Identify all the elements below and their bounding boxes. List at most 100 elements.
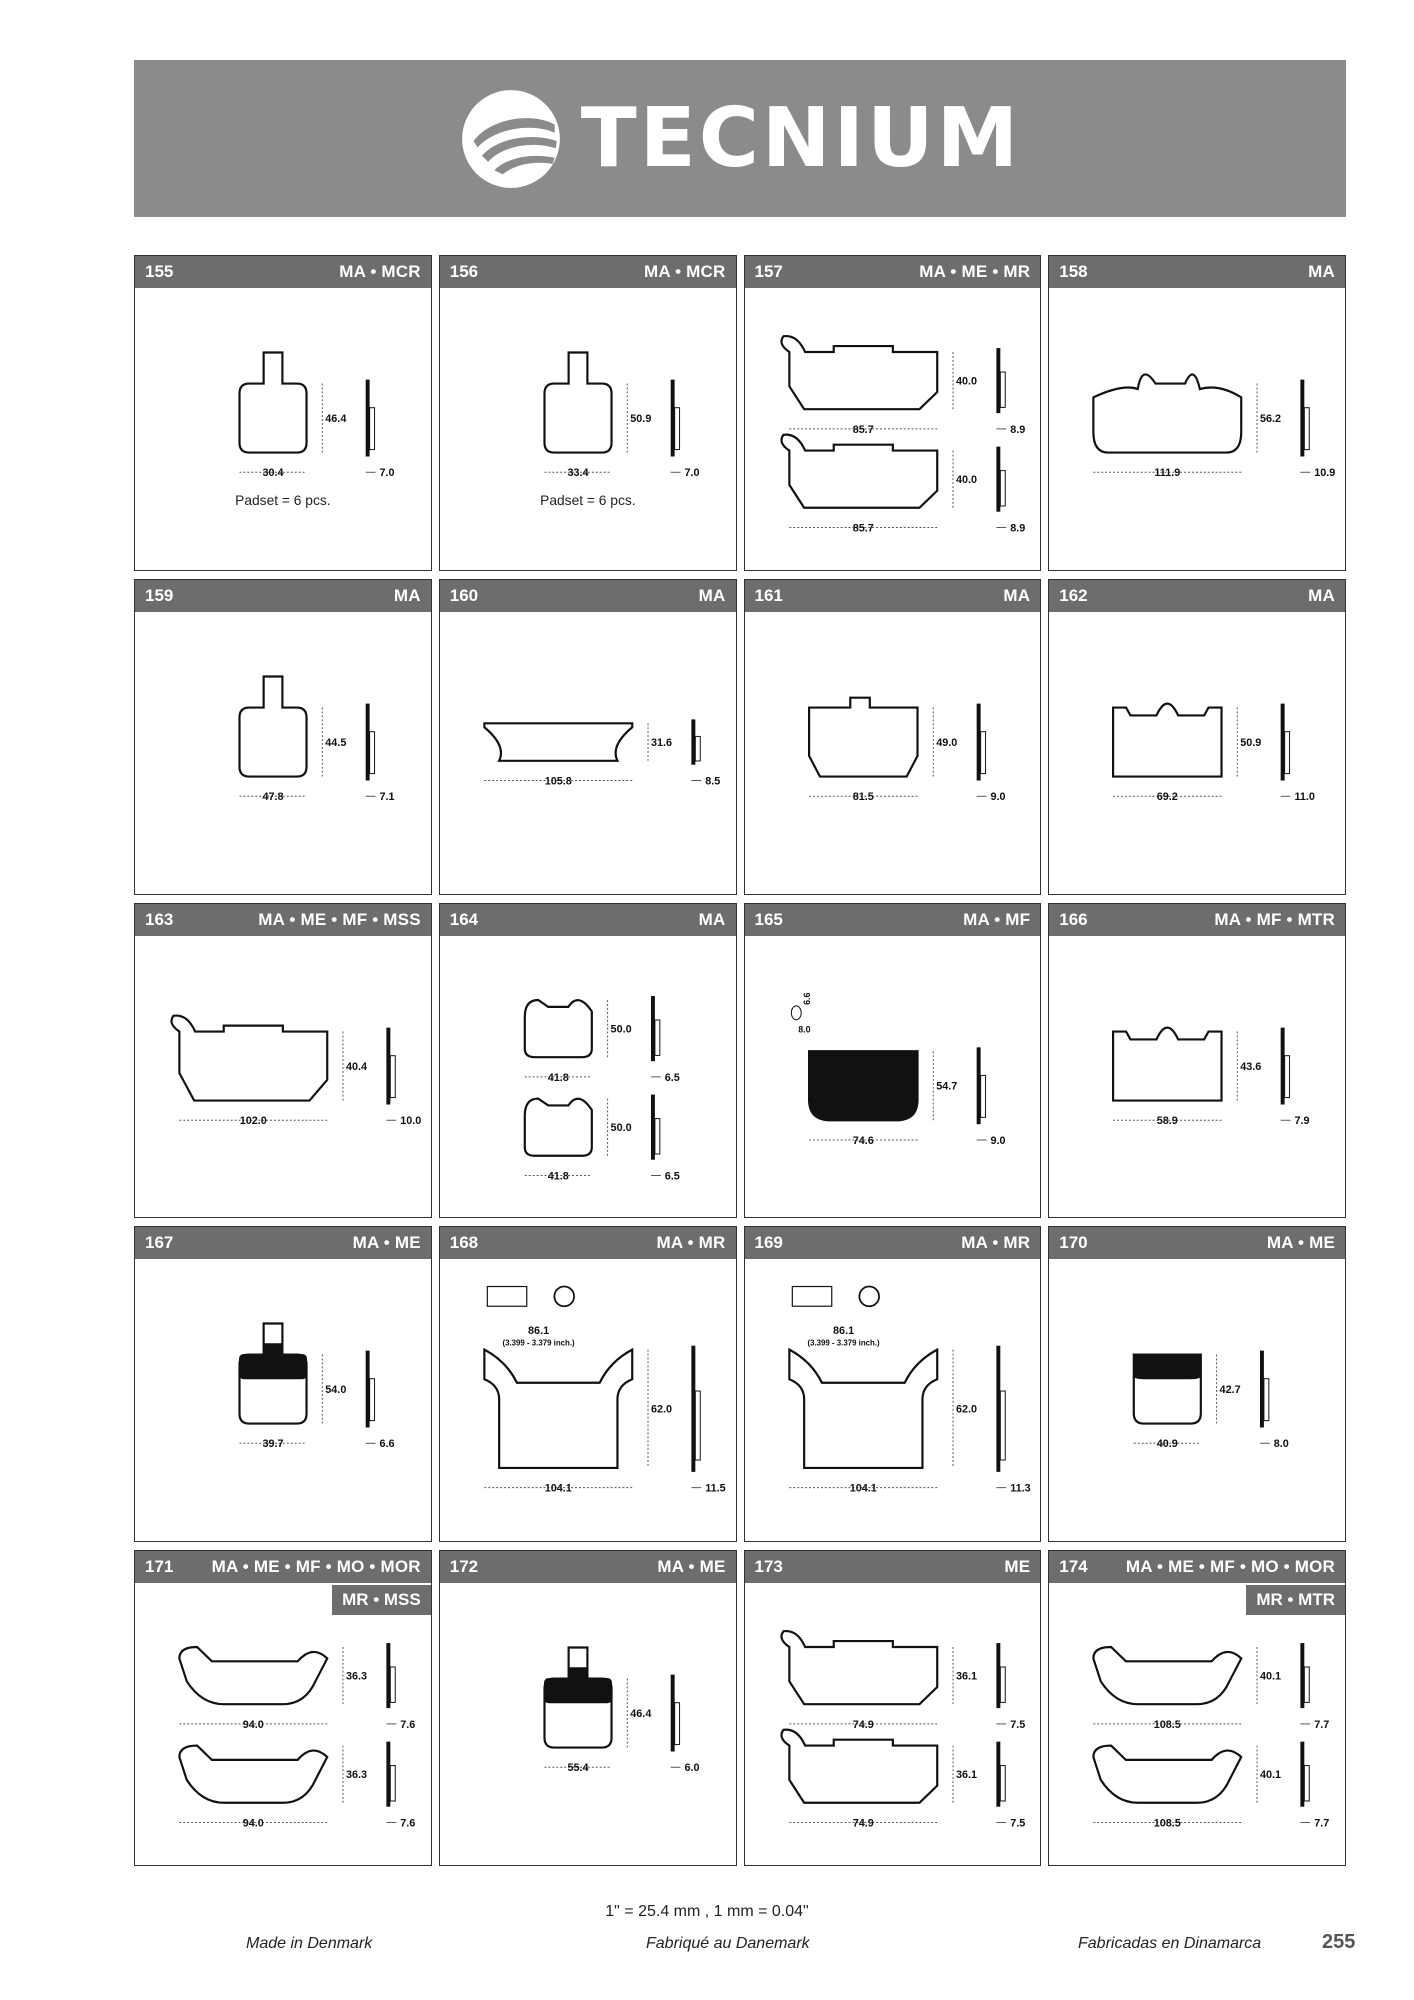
- pad-outline: [483, 1348, 634, 1470]
- thickness-label: 7.6: [400, 1818, 415, 1830]
- pad-number: 165: [754, 909, 783, 929]
- height-label: 50.9: [630, 413, 651, 425]
- compound-codes: MA: [698, 585, 726, 605]
- pad-outline: [543, 351, 613, 454]
- height-label: 40.0: [955, 376, 976, 388]
- compound-codes: MA • ME: [352, 1233, 421, 1253]
- width-label: 104.1: [544, 1483, 571, 1495]
- width-label: 74.9: [852, 1818, 873, 1830]
- width-label: 69.2: [1157, 791, 1178, 803]
- width-label: 33.4: [567, 467, 588, 479]
- padset-note: Padset = 6 pcs.: [540, 493, 636, 508]
- made-in-en: Made in Denmark: [246, 1935, 373, 1952]
- pad-outline: [779, 1728, 938, 1805]
- made-in-fr: Fabriqué au Danemark: [646, 1935, 810, 1952]
- pad-outline: [170, 1014, 329, 1102]
- width-label: 85.7: [852, 424, 873, 436]
- pad-outline: [1112, 702, 1223, 778]
- pad-outline: [238, 675, 308, 778]
- compound-codes: MA • ME • MF • MO • MOR: [1125, 1557, 1335, 1577]
- compound-codes: MA • MF: [963, 909, 1031, 929]
- pad-number: 163: [145, 909, 174, 929]
- height-label: 54.0: [325, 1384, 346, 1396]
- height-label: 62.0: [955, 1404, 976, 1416]
- pad-outline: [1092, 373, 1243, 454]
- compound-codes: MA • MF • MTR: [1214, 909, 1335, 929]
- padset-note: Padset = 6 pcs.: [235, 493, 331, 508]
- height-label: 40.4: [346, 1061, 367, 1073]
- width-label: 74.6: [852, 1135, 873, 1147]
- height-label: 50.0: [610, 1023, 631, 1035]
- brand-title: TECNIUM: [580, 90, 1022, 186]
- compound-codes: MA: [393, 585, 421, 605]
- thickness-label: 9.0: [990, 1135, 1005, 1147]
- thickness-label: 10.9: [1314, 467, 1335, 479]
- compound-codes: MA: [1003, 585, 1031, 605]
- pin-inch-label: (3.399 - 3.379 inch.): [502, 1339, 575, 1348]
- width-label: 85.7: [852, 522, 873, 534]
- pad-outline: [523, 1097, 593, 1157]
- pad-outline: [1092, 1744, 1243, 1805]
- thickness-label: 6.5: [665, 1170, 680, 1182]
- compound-codes: MA • ME • MF • MO • MOR: [211, 1557, 421, 1577]
- thickness-label: 8.5: [705, 775, 720, 787]
- compound-codes: MA: [1308, 585, 1335, 605]
- height-label: 36.3: [346, 1671, 367, 1683]
- height-label: 42.7: [1220, 1384, 1241, 1396]
- pad-number: 155: [145, 262, 174, 281]
- pad-number: 171: [145, 1557, 174, 1577]
- pad-card-header: 174 MA • ME • MF • MO • MOR: [1049, 1551, 1345, 1584]
- pin-detail: 86.1(3.399 - 3.379 inch.): [486, 1286, 575, 1348]
- width-label: 41.8: [548, 1071, 569, 1083]
- width-label: 108.5: [1154, 1818, 1181, 1830]
- height-label: 49.0: [936, 737, 957, 749]
- thickness-label: 11.3: [1010, 1483, 1030, 1495]
- footer: Made in Denmark Fabriqué au Danemark Fab…: [0, 1931, 1414, 1965]
- pad-number: 173: [754, 1557, 783, 1577]
- height-label: 31.6: [651, 737, 672, 749]
- pad-outline: [787, 1348, 938, 1470]
- thickness-label: 7.9: [1295, 1115, 1310, 1127]
- pin-inch-label: (3.399 - 3.379 inch.): [807, 1339, 880, 1348]
- width-label: 108.5: [1154, 1719, 1181, 1731]
- compound-codes: MA • MR: [656, 1233, 726, 1253]
- pad-number: 174: [1059, 1557, 1088, 1577]
- thickness-label: 10.0: [400, 1115, 421, 1127]
- height-label: 62.0: [651, 1404, 672, 1416]
- pin-detail: 86.1 (3.399 - 3.379 inch.): [791, 1286, 880, 1348]
- pad-card-header: 165 MA • MF: [744, 903, 1041, 936]
- thickness-label: 7.6: [400, 1719, 415, 1731]
- pad-outline: [779, 1630, 938, 1706]
- pad-card-header: 171 MA • ME • MF • MO • MOR: [135, 1551, 431, 1584]
- height-label: 40.0: [955, 474, 976, 486]
- width-label: 30.4: [262, 467, 283, 479]
- pin-length-label: 86.1: [833, 1325, 854, 1337]
- height-label: 54.7: [936, 1080, 957, 1092]
- pad-outline: [238, 1322, 308, 1426]
- height-label: 43.6: [1241, 1061, 1262, 1073]
- width-label: 40.9: [1157, 1439, 1178, 1451]
